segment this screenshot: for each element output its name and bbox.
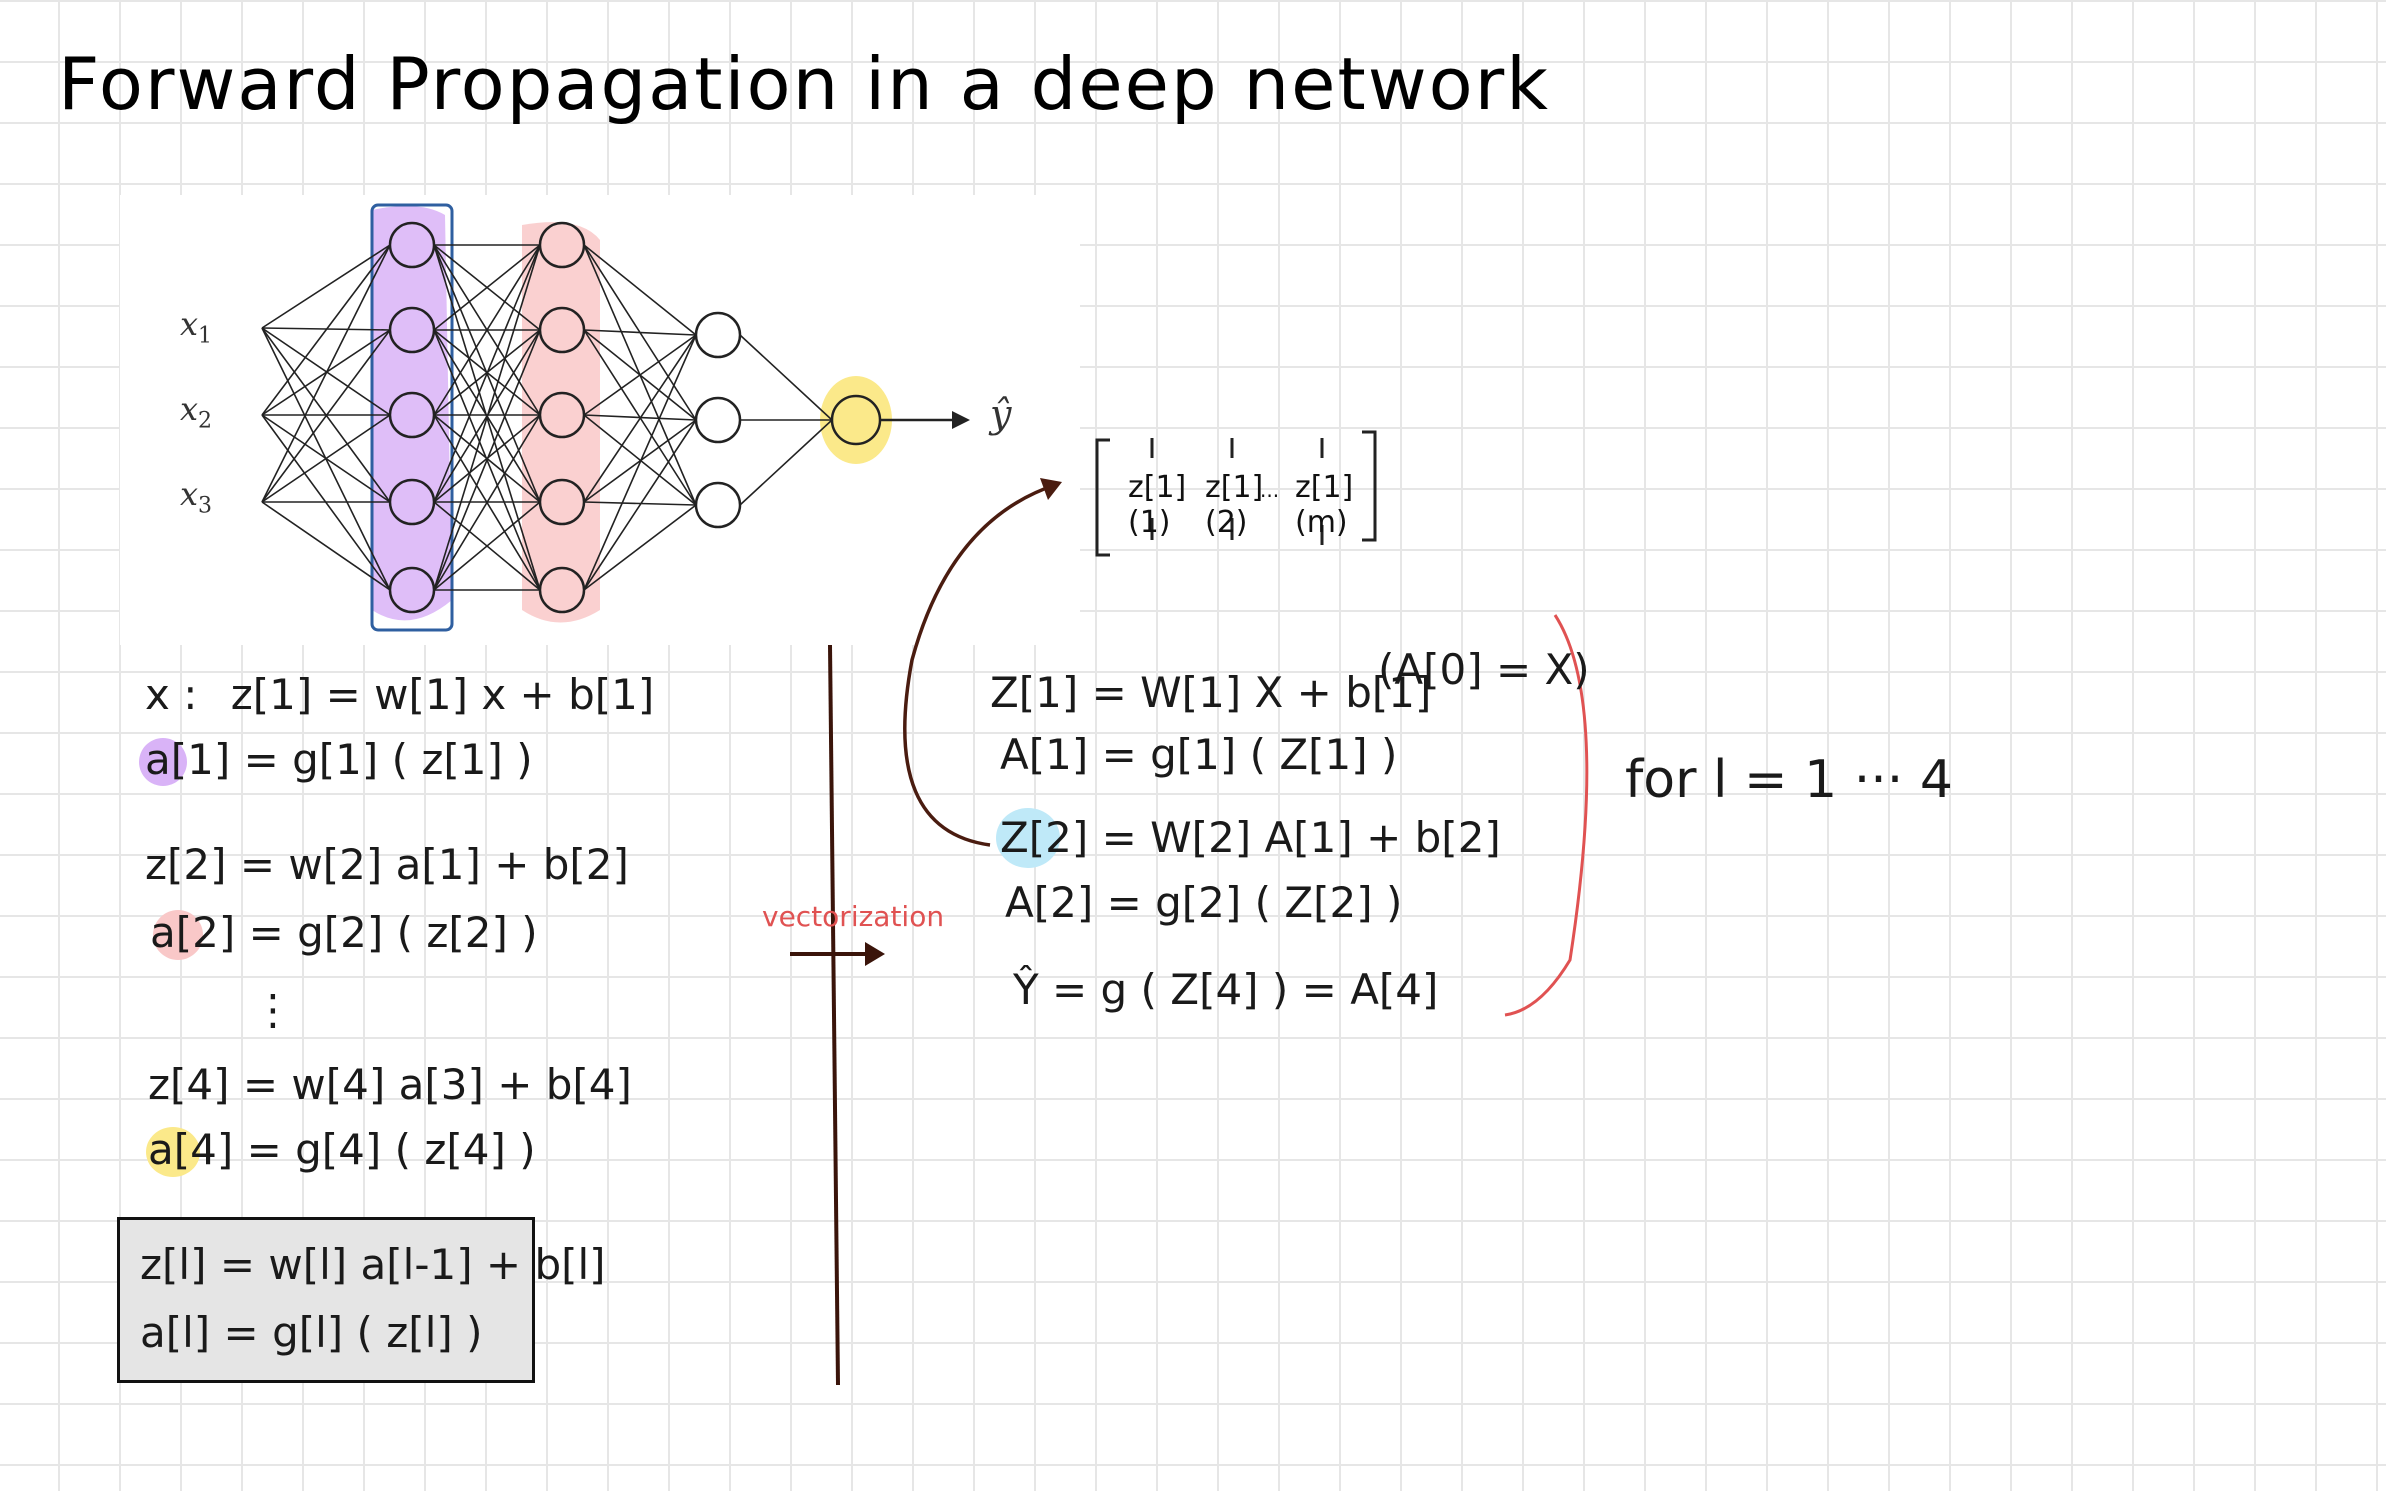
curved-arrow bbox=[903, 483, 1056, 847]
right-eq-4: A[2] = g[2] ( Z[2] ) bbox=[1005, 878, 1403, 927]
layer2-node bbox=[538, 221, 586, 269]
matrix-col-m: z[1](m) bbox=[1295, 470, 1354, 540]
edge bbox=[433, 244, 541, 591]
edge bbox=[583, 501, 697, 506]
edge bbox=[433, 329, 541, 591]
right-eq-2: A[1] = g[1] ( Z[1] ) bbox=[1000, 730, 1398, 779]
layer3-node bbox=[694, 396, 742, 444]
edge bbox=[739, 334, 833, 421]
layer3-node bbox=[694, 311, 742, 359]
left-eq-2: a[1] = g[1] ( z[1] ) bbox=[145, 735, 533, 784]
loop-bracket bbox=[1504, 614, 1589, 1017]
edge bbox=[261, 327, 391, 416]
matrix-left-bracket bbox=[1095, 438, 1110, 557]
general-eq-1: z[l] = w[l] a[l-1] + b[l] bbox=[140, 1240, 606, 1289]
layer1-highlight bbox=[372, 206, 452, 621]
right-eq-1: Z[1] = W[1] X + b[1] bbox=[990, 668, 1432, 717]
left-eq-1: x : z[1] = w[1] x + b[1] bbox=[145, 670, 654, 719]
edge bbox=[433, 244, 541, 503]
general-eq-2: a[l] = g[l] ( z[l] ) bbox=[140, 1308, 483, 1357]
edge bbox=[261, 501, 391, 591]
edge bbox=[261, 244, 391, 503]
layer1-node bbox=[388, 566, 436, 614]
edge bbox=[583, 244, 697, 336]
edge bbox=[583, 414, 697, 506]
edge bbox=[433, 244, 541, 416]
input-label-x2: x2 bbox=[180, 390, 213, 434]
left-eq-6: a[4] = g[4] ( z[4] ) bbox=[148, 1125, 536, 1174]
matrix-dots: ... bbox=[1260, 478, 1280, 502]
matrix-column-bars bbox=[1150, 438, 1324, 545]
a1-highlight bbox=[139, 738, 187, 786]
output-label-yhat: ŷ bbox=[990, 392, 1012, 436]
edge bbox=[261, 414, 391, 503]
input-label-x3: x3 bbox=[180, 475, 213, 519]
page-title: Forward Propagation in a deep network bbox=[58, 42, 1550, 126]
edge bbox=[583, 334, 697, 503]
right-eq-3: Z[2] = W[2] A[1] + b[2] bbox=[1000, 813, 1501, 862]
output-highlight bbox=[820, 376, 892, 464]
edge bbox=[261, 329, 391, 503]
layer1-node bbox=[388, 306, 436, 354]
layer2-node bbox=[538, 306, 586, 354]
vectorization-arrow-head bbox=[865, 942, 885, 966]
left-eq-3: z[2] = w[2] a[1] + b[2] bbox=[145, 840, 629, 889]
layer1-node bbox=[388, 391, 436, 439]
layer1-node bbox=[388, 478, 436, 526]
eq-z1: z[1] = w[1] x + b[1] bbox=[230, 670, 655, 719]
edge bbox=[433, 414, 541, 591]
edge bbox=[433, 501, 541, 591]
matrix-col-2: z[1](2) bbox=[1205, 470, 1264, 540]
layer3-node bbox=[694, 481, 742, 529]
edge bbox=[583, 329, 697, 336]
a2-highlight bbox=[153, 910, 203, 960]
a4-highlight bbox=[146, 1127, 200, 1177]
layer1-outline bbox=[370, 203, 454, 632]
layer2-node bbox=[538, 566, 586, 614]
network-edges bbox=[261, 244, 833, 591]
edge bbox=[583, 504, 697, 591]
edge bbox=[739, 419, 833, 506]
layer2-node bbox=[538, 478, 586, 526]
edge bbox=[583, 419, 697, 591]
layer2-highlight bbox=[522, 222, 600, 623]
edge bbox=[583, 334, 697, 591]
curved-arrow-head bbox=[1040, 478, 1062, 500]
edge bbox=[261, 244, 391, 329]
matrix-col-1: z[1](1) bbox=[1128, 470, 1187, 540]
vertical-divider bbox=[828, 644, 840, 1386]
edge bbox=[583, 334, 697, 416]
edge bbox=[433, 244, 541, 331]
edge bbox=[261, 244, 391, 416]
layer2-node bbox=[538, 391, 586, 439]
z2-highlight bbox=[996, 808, 1060, 868]
output-arrow-head bbox=[952, 411, 970, 429]
left-ellipsis: ⋮ bbox=[252, 985, 294, 1034]
general-formula-box: z[l] = w[l] a[l-1] + b[l] a[l] = g[l] ( … bbox=[117, 1217, 606, 1383]
right-eq-5: Ŷ = g ( Z[4] ) = A[4] bbox=[1013, 965, 1439, 1014]
x-prefix: x : bbox=[145, 670, 198, 719]
right-eq-note: (A[0] = X) bbox=[1378, 645, 1590, 694]
left-eq-4: a[2] = g[2] ( z[2] ) bbox=[150, 908, 538, 957]
loop-label: for l = 1 ··· 4 bbox=[1625, 750, 1953, 810]
input-label-x1: x1 bbox=[180, 305, 213, 349]
left-eq-5: z[4] = w[4] a[3] + b[4] bbox=[148, 1060, 632, 1109]
matrix-right-bracket bbox=[1362, 430, 1377, 542]
vectorization-label: vectorization bbox=[762, 900, 945, 933]
layer1-node bbox=[388, 221, 436, 269]
